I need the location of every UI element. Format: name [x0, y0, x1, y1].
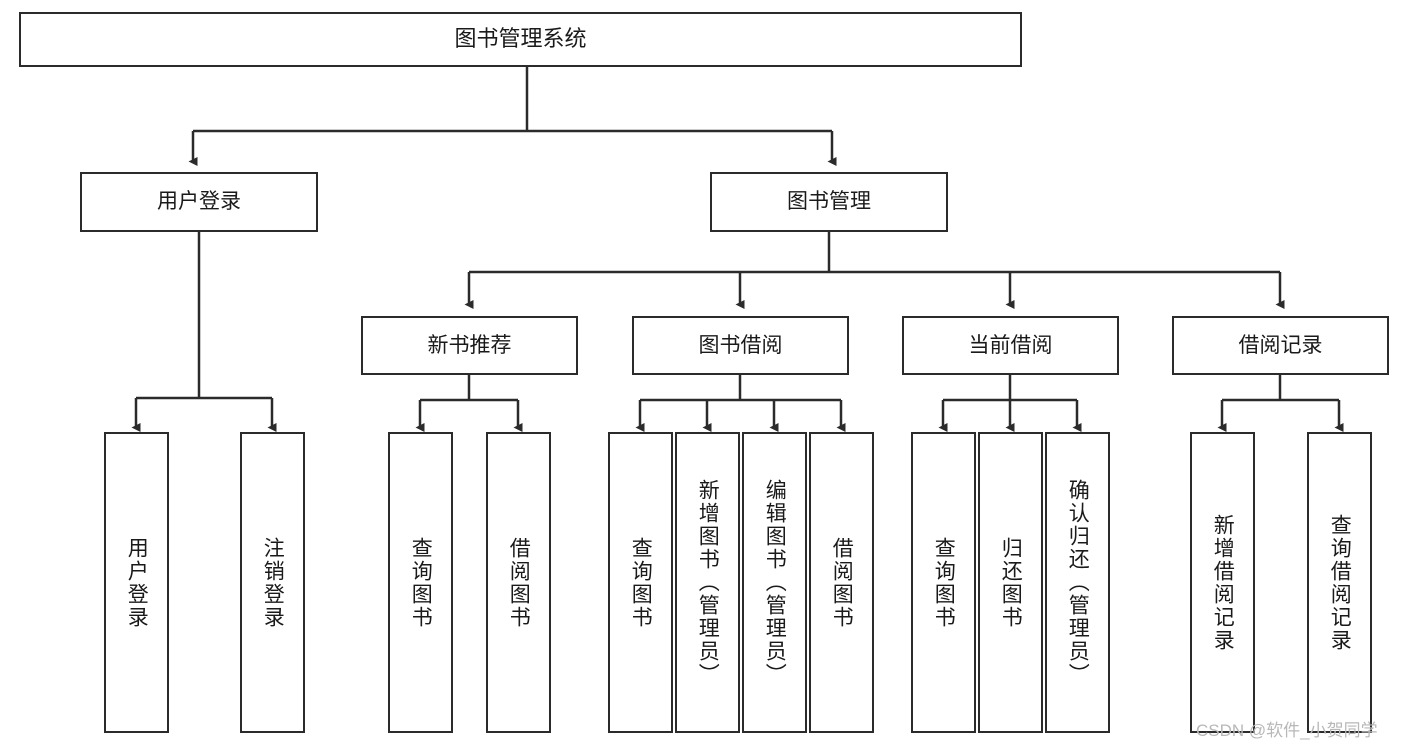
node-label: 图书借阅: [698, 333, 783, 357]
node-label: 借阅图书: [830, 536, 854, 629]
leaf-book-borrow-add[interactable]: 新增图书（管理员）: [675, 432, 740, 733]
node-label: 新增借阅记录: [1211, 513, 1235, 652]
node-label: 注销登录: [261, 536, 285, 629]
node-book-management[interactable]: 图书管理: [710, 172, 948, 232]
node-label: 查询图书: [409, 536, 433, 629]
node-label: 归还图书: [999, 536, 1023, 629]
node-label: 用户登录: [125, 536, 149, 629]
node-label: 查询借阅记录: [1328, 513, 1352, 652]
node-borrow-record[interactable]: 借阅记录: [1172, 316, 1389, 375]
leaf-current-borrow-query[interactable]: 查询图书: [911, 432, 976, 733]
node-label: 图书管理系统: [454, 26, 587, 52]
node-label: 查询图书: [932, 536, 956, 629]
leaf-borrow-record-query[interactable]: 查询借阅记录: [1307, 432, 1372, 733]
node-label: 新增图书（管理员）: [696, 479, 720, 686]
node-label: 用户登录: [157, 190, 241, 214]
node-label: 新书推荐: [427, 333, 512, 357]
leaf-borrow-record-add[interactable]: 新增借阅记录: [1190, 432, 1255, 733]
node-label: 确认归还（管理员）: [1066, 479, 1090, 686]
leaf-user-login-signin[interactable]: 用户登录: [104, 432, 169, 733]
node-label: 图书管理: [787, 190, 871, 214]
node-book-borrow[interactable]: 图书借阅: [632, 316, 849, 375]
leaf-current-borrow-confirm-return[interactable]: 确认归还（管理员）: [1045, 432, 1110, 733]
node-current-borrow[interactable]: 当前借阅: [902, 316, 1119, 375]
node-label: 当前借阅: [968, 333, 1053, 357]
node-user-login[interactable]: 用户登录: [80, 172, 318, 232]
node-new-book-recommend[interactable]: 新书推荐: [361, 316, 578, 375]
leaf-new-book-query[interactable]: 查询图书: [388, 432, 453, 733]
leaf-user-login-signout[interactable]: 注销登录: [240, 432, 305, 733]
leaf-book-borrow-edit[interactable]: 编辑图书（管理员）: [742, 432, 807, 733]
node-label: 借阅记录: [1238, 333, 1323, 357]
leaf-current-borrow-return[interactable]: 归还图书: [978, 432, 1043, 733]
node-label: 查询图书: [629, 536, 653, 629]
node-label: 编辑图书（管理员）: [763, 479, 787, 686]
node-root-system[interactable]: 图书管理系统: [19, 12, 1022, 67]
leaf-book-borrow-query[interactable]: 查询图书: [608, 432, 673, 733]
leaf-book-borrow-lend[interactable]: 借阅图书: [809, 432, 874, 733]
node-label: 借阅图书: [507, 536, 531, 629]
leaf-new-book-borrow[interactable]: 借阅图书: [486, 432, 551, 733]
